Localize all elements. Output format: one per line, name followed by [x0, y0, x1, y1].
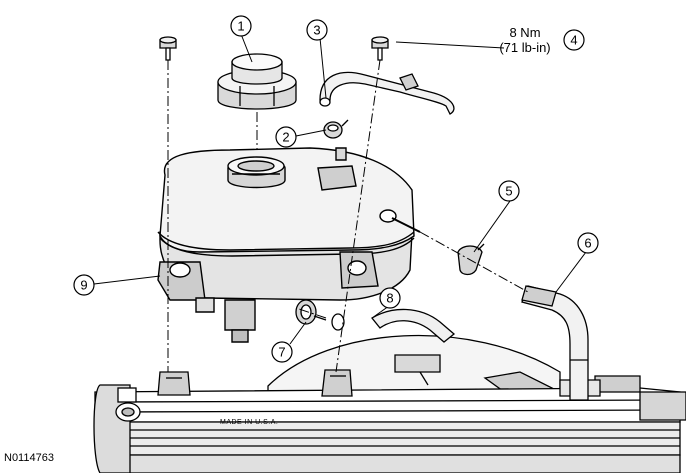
assembly-centerlines: [167, 59, 529, 373]
reservoir-cap: [217, 53, 297, 110]
callout-7: 7: [271, 341, 293, 363]
callout-9: 9: [73, 274, 95, 296]
lower-hose: [331, 308, 456, 343]
callout-1: 1: [230, 15, 252, 37]
callout-8: 8: [379, 287, 401, 309]
callout-3-label: 3: [313, 23, 320, 38]
callout-4-label: 4: [570, 33, 577, 48]
callout-1-label: 1: [237, 19, 244, 34]
radiator: [93, 334, 686, 473]
callout-8-label: 8: [386, 291, 393, 306]
callout-5: 5: [498, 180, 520, 202]
callout-7-label: 7: [278, 345, 285, 360]
coolant-reservoir: [157, 147, 421, 343]
vent-hose: [319, 71, 455, 115]
callout-4: 4: [563, 29, 585, 51]
torque-alt-value: (71 lb-in): [499, 40, 550, 55]
callout-6-label: 6: [584, 236, 591, 251]
figure-id: N0114763: [4, 452, 54, 464]
made-in-stamp: MADE IN U.S.A.: [220, 419, 278, 426]
callout-6: 6: [577, 232, 599, 254]
hose-clamp-2: [323, 119, 349, 139]
callout-3: 3: [306, 19, 328, 41]
overflow-hose: [521, 285, 589, 401]
torque-value: 8 Nm: [509, 25, 540, 40]
bolt-left: [159, 36, 177, 61]
hose-clamp-5: [457, 243, 485, 276]
callout-5-label: 5: [505, 184, 512, 199]
hose-clamp-7: [295, 299, 327, 325]
callout-2: 2: [275, 126, 297, 148]
callout-2-label: 2: [282, 130, 289, 145]
leader-lines: [93, 33, 587, 345]
callout-9-label: 9: [80, 278, 87, 293]
bolt-right: [371, 36, 389, 61]
